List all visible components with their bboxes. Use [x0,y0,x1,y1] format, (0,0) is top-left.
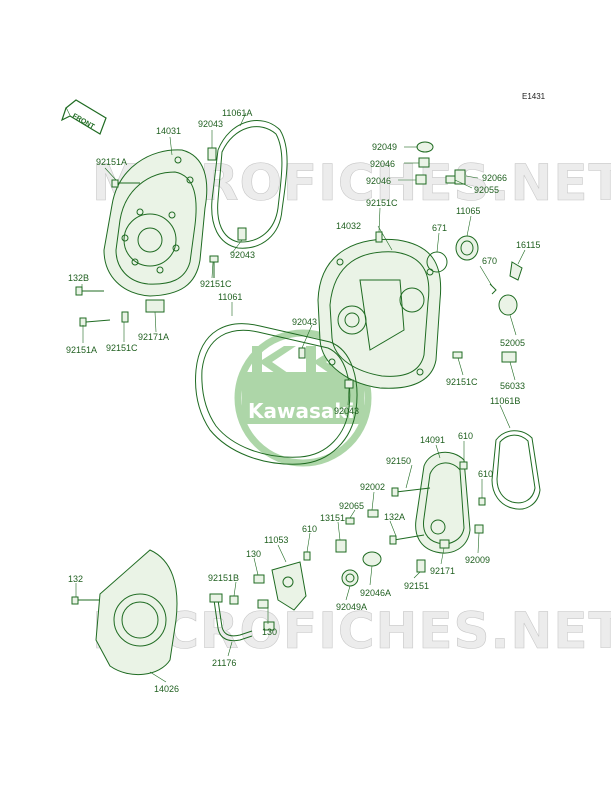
label-13151: 13151 [320,513,345,523]
label-610-c: 610 [302,524,317,534]
label-92002: 92002 [360,482,385,492]
gasket-11061b [491,430,541,510]
label-52005: 52005 [500,338,525,348]
cover-14026 [71,549,178,676]
label-671: 671 [432,223,447,233]
label-92046a: 92046A [360,588,391,598]
label-92055: 92055 [474,185,499,195]
label-132: 132 [68,574,83,584]
label-16115: 16115 [516,240,540,250]
pipe-21176 [213,599,253,642]
label-92043-c: 92043 [292,317,317,327]
gasket-11061a [211,120,288,249]
label-14032: 14032 [336,221,361,231]
label-92171a: 92171A [138,332,169,342]
cover-14091 [415,451,471,554]
watermark-bottom: MICROFICHES.NET [92,602,611,660]
label-56033: 56033 [500,381,525,391]
label-11061a: 11061A [222,108,252,118]
kawasaki-logo: Kawasaki [234,329,372,467]
parts-right-lower [335,461,486,587]
label-92043-d: 92043 [334,406,359,416]
label-14031: 14031 [156,126,181,136]
label-92150: 92150 [386,456,411,466]
label-130-a: 130 [246,549,261,559]
cover-14032 [317,238,442,389]
label-92043-a: 92043 [198,119,223,129]
label-11061: 11061 [218,292,242,302]
label-92049a: 92049A [336,602,367,612]
label-130-b: 130 [262,627,277,637]
label-92151a-b: 92151A [66,345,97,355]
label-92151c-d: 92151C [446,377,478,387]
label-92151c-a: 92151C [200,279,232,289]
label-21176: 21176 [212,658,236,668]
label-11053: 11053 [264,535,288,545]
seals-right-top [298,141,523,389]
cover-14031 [103,149,208,297]
leader-lines [75,112,526,683]
label-92151: 92151 [404,581,429,591]
label-14091: 14091 [420,435,445,445]
label-11061b: 11061B [490,396,520,406]
label-14026: 14026 [154,684,179,694]
label-92043-b: 92043 [230,250,255,260]
label-132b: 132B [68,273,89,283]
label-92046-a: 92046 [370,159,395,169]
label-92065: 92065 [339,501,364,511]
label-92151b: 92151B [208,573,239,583]
label-92151c-b: 92151C [106,343,138,353]
diagram-code: E1431 [522,92,546,101]
label-92049: 92049 [372,142,397,152]
label-132a: 132A [384,512,405,522]
label-11065: 11065 [456,206,480,216]
logo-text: Kawasaki [248,399,355,423]
label-670: 670 [482,256,497,266]
front-arrow-icon: FRONT [60,99,107,135]
label-610-a: 610 [458,431,473,441]
label-92066: 92066 [482,173,507,183]
gasket-11061 [195,323,358,465]
label-92046-b: 92046 [366,176,391,186]
label-92151a-a: 92151A [96,157,127,167]
label-92151c-c: 92151C [366,198,398,208]
label-92009: 92009 [465,555,490,565]
label-610-b: 610 [478,469,493,479]
label-92171: 92171 [430,566,455,576]
part-labels: 11061A 14031 92043 92151A 92043 92151C 1… [66,108,540,694]
